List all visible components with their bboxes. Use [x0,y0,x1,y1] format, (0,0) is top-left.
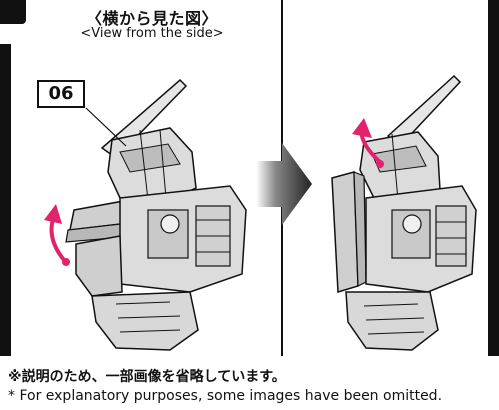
footnote-block: ※説明のため、一部画像を省略しています。 * For explanatory p… [8,366,496,404]
curved-arrow-icon [352,118,384,168]
view-title-jp: 〈横から見た図〉 [85,9,218,28]
corner-tab [0,0,26,24]
footnote-jp: ※説明のため、一部画像を省略しています。 [8,369,286,385]
part-number-label: 06 [37,80,85,108]
curved-arrow-icon [44,204,70,266]
left-border-bar [0,44,11,356]
right-robot-figure [288,60,488,360]
left-robot-figure [20,60,275,360]
right-arrow-icon [256,143,312,225]
right-border-bar [488,0,499,356]
view-title-en: <View from the side> [80,26,224,41]
footnote-en: * For explanatory purposes, some images … [8,388,443,404]
